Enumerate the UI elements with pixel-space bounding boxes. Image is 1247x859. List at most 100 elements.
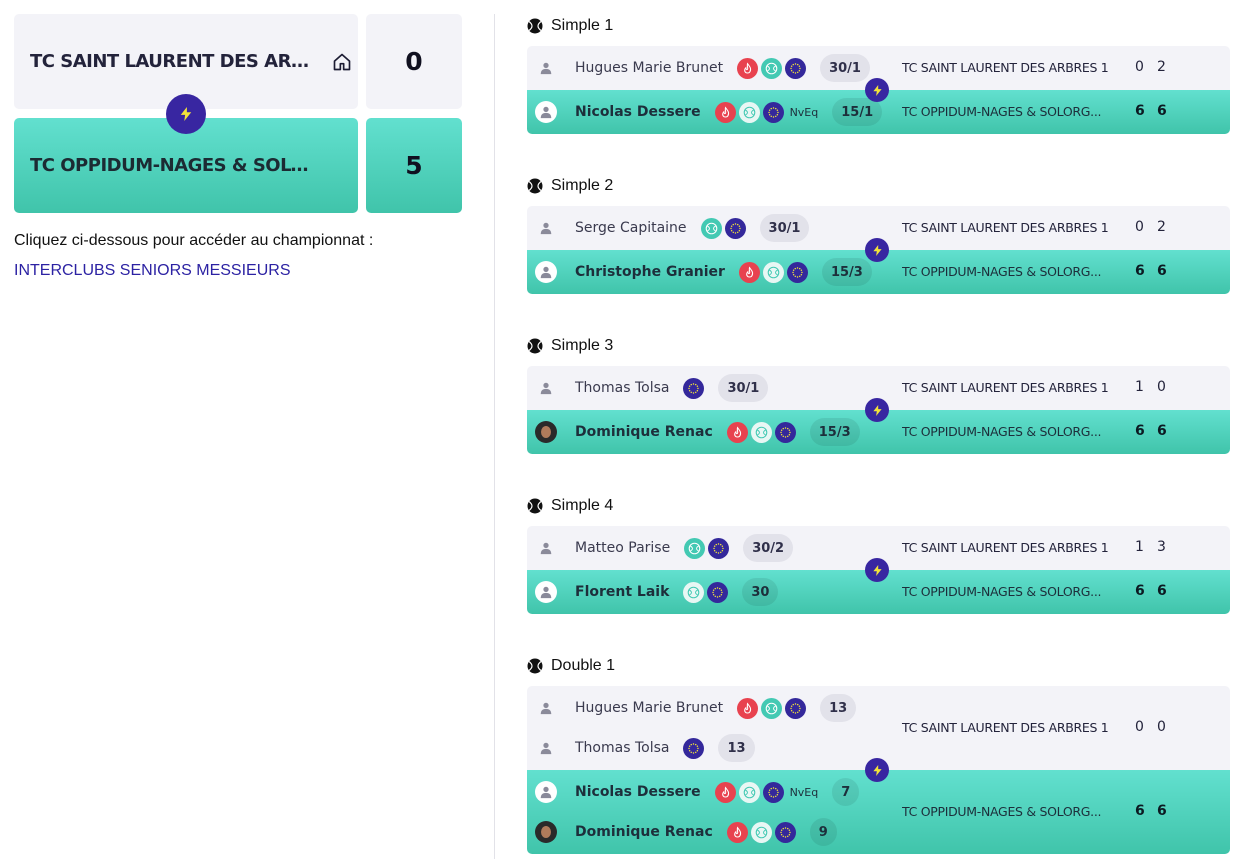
match-title-label: Simple 1 [551,17,614,34]
player-ranking: 30/1 [820,54,870,82]
player-name[interactable]: Christophe Granier [575,264,725,280]
player-ranking: 9 [809,818,837,846]
tennis-ball-badge-icon [700,217,722,239]
tennis-ball-badge-icon [684,537,706,559]
player-name[interactable]: Dominique Renac [575,824,713,840]
player-name[interactable]: Thomas Tolsa [575,380,670,396]
player-badges [700,217,746,239]
championship-link[interactable]: INTERCLUBS SENIORS MESSIEURS [14,262,291,279]
player-name[interactable]: Matteo Parise [575,540,671,556]
set-score: 6 [1157,103,1167,119]
club-name: TC SAINT LAURENT DES ARBRES 1 [902,380,1109,395]
set-score: 6 [1135,583,1145,599]
player-name[interactable]: Hugues Marie Brunet [575,700,724,716]
stars-badge-icon [707,581,729,603]
home-team-score: 0 [366,14,462,109]
new-team-tag: NvEq [789,785,819,799]
match-title-label: Simple 3 [551,337,614,354]
match-title: Simple 2 [527,177,613,195]
player-name[interactable]: Thomas Tolsa [575,740,670,756]
player-ranking: 15/3 [821,258,872,286]
away-team-score: 5 [366,118,462,213]
set-score: 6 [1135,803,1145,819]
tennis-ball-badge-icon [762,261,784,283]
match-title: Simple 3 [527,337,613,355]
club-name: TC OPPIDUM-NAGES & SOLORG... [902,424,1102,439]
set-score: 2 [1157,59,1166,75]
player-badges [737,697,807,719]
fire-badge-icon [726,421,748,443]
player-ranking: 13 [820,694,857,722]
stars-badge-icon [683,737,705,759]
lightning-icon [865,238,889,262]
player-name[interactable]: Florent Laik [575,584,670,600]
tennis-ball-badge-icon [750,821,772,843]
set-score: 0 [1135,219,1144,235]
player[interactable]: Hugues Marie Brunet 30/1 [527,48,887,88]
tennis-ball-icon [527,658,551,674]
tennis-ball-badge-icon [761,697,783,719]
match-title: Simple 4 [527,497,613,515]
player-name[interactable]: Dominique Renac [575,424,713,440]
player-name[interactable]: Hugues Marie Brunet [575,60,724,76]
user-icon [535,537,557,559]
set-score: 0 [1157,719,1166,735]
stars-badge-icon [724,217,746,239]
match-title-label: Double 1 [551,657,616,674]
fire-badge-icon [737,57,759,79]
fire-badge-icon [737,697,759,719]
player-name[interactable]: Nicolas Dessere [575,784,701,800]
avatar-photo [535,821,557,843]
tennis-ball-icon [527,498,551,514]
stars-badge-icon [774,821,796,843]
tennis-ball-badge-icon [738,781,760,803]
user-icon [535,697,557,719]
player-name[interactable]: Nicolas Dessere [575,104,701,120]
lightning-icon [865,398,889,422]
player[interactable]: Hugues Marie Brunet 13 [527,688,887,728]
match-title-label: Simple 2 [551,177,614,194]
player[interactable]: Christophe Granier 15/3 [527,252,887,292]
set-score: 2 [1157,219,1166,235]
match-title: Double 1 [527,657,615,675]
new-team-tag: NvEq [789,105,819,119]
lightning-icon [865,758,889,782]
home-team-card[interactable]: TC SAINT LAURENT DES ARBR... [14,14,358,109]
user-icon [535,57,557,79]
set-score: 6 [1135,263,1145,279]
club-name: TC SAINT LAURENT DES ARBRES 1 [902,540,1109,555]
panel-divider [494,14,495,859]
player-badges [683,581,729,603]
set-score: 6 [1157,423,1167,439]
club-name: TC OPPIDUM-NAGES & SOLORG... [902,804,1102,819]
player-name[interactable]: Serge Capitaine [575,220,687,236]
set-score: 6 [1157,583,1167,599]
player[interactable]: Dominique Renac 9 [527,812,887,852]
tennis-ball-badge-icon [683,581,705,603]
stars-badge-icon [785,57,807,79]
away-team-name: TC OPPIDUM-NAGES & SOLORG... [30,155,320,176]
stars-badge-icon [762,781,784,803]
player-badges [684,537,730,559]
